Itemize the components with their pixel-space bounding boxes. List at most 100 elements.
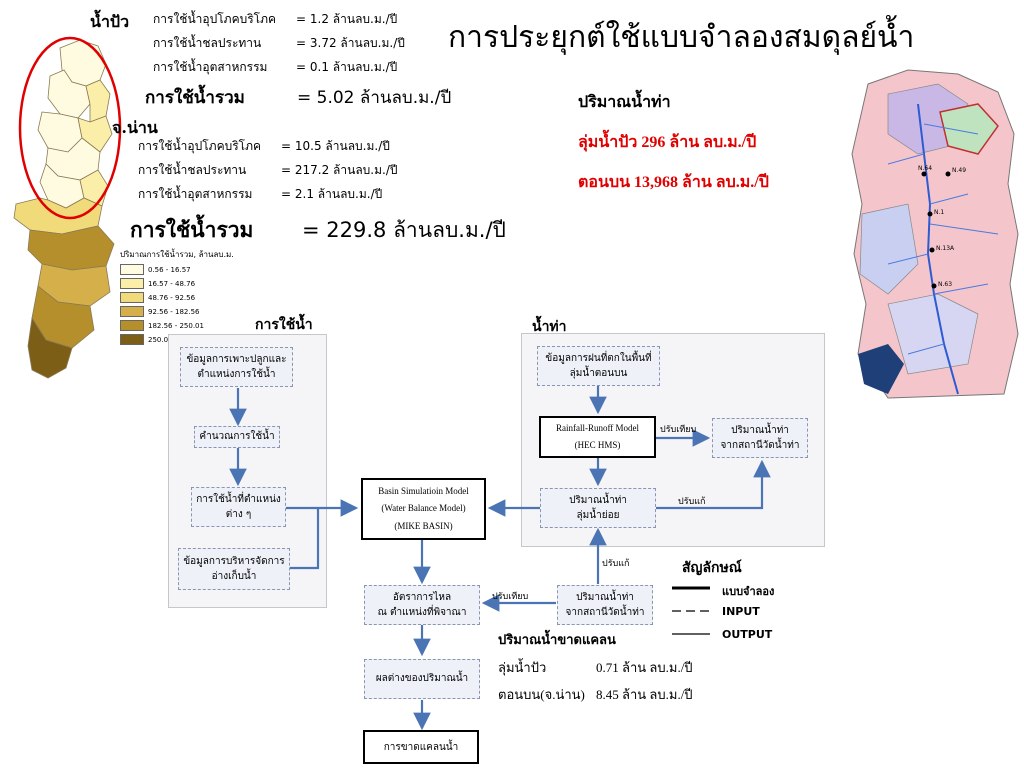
- water-shortage-box: การขาดแคลนน้ำ: [363, 730, 479, 764]
- crop-data-box: ข้อมูลการเพาะปลูกและตำแหน่งการใช้น้ำ: [180, 347, 293, 387]
- nan-province-map: [13, 36, 122, 379]
- water-use-locations-box: การใช้น้ำที่ตำแหน่งต่าง ๆ: [191, 487, 286, 527]
- bottom-gauge-runoff-box: ปริมาณน้ำท่าจากสถานีวัดน้ำท่า: [557, 585, 653, 625]
- lower-total: การใช้น้ำรวม = 229.8 ล้านลบ.ม./ปี: [130, 214, 506, 247]
- lower-use-value: = 217.2 ล้านลบ.ม./ปี: [281, 163, 398, 177]
- arrow: [656, 459, 771, 510]
- symbol-lines: [672, 586, 710, 635]
- map-district-south-5: [27, 316, 73, 379]
- station-label: N.1: [934, 209, 944, 216]
- map-legend-title: ปริมาณการใช้น้ำรวม, ล้านลบ.ม.: [120, 250, 234, 259]
- box-text: ปริมาณน้ำท่า: [569, 494, 627, 506]
- map-legend-range: 48.76 - 92.56: [148, 293, 196, 302]
- box-text: ข้อมูลการเพาะปลูกและ: [186, 353, 287, 365]
- region-label-nam-pua: น้ำปัว: [90, 12, 130, 31]
- box-text: (HEC HMS): [574, 440, 621, 450]
- lower-use-label: การใช้น้ำชลประทาน: [138, 163, 247, 177]
- map-legend: ปริมาณการใช้น้ำรวม, ล้านลบ.ม. 0.56 - 16.…: [120, 248, 234, 345]
- symbol-label-output: OUTPUT: [722, 628, 773, 641]
- map-legend-row: 0.56 - 16.57: [120, 264, 234, 275]
- station-label: N.64: [918, 165, 932, 172]
- box-text: Rainfall-Runoff Model: [555, 422, 640, 433]
- box-text: ตำแหน่งการใช้น้ำ: [197, 369, 276, 380]
- box-text: จากสถานีวัดน้ำท่า: [565, 607, 645, 618]
- shortage-value: 0.71 ล้าน ลบ.ม./ปี: [596, 660, 693, 675]
- box-text: ลุ่มน้ำย่อย: [576, 510, 620, 521]
- shortage-label: ตอนบน(จ.น่าน): [498, 687, 585, 702]
- box-text: การใช้น้ำที่ตำแหน่ง: [196, 493, 281, 505]
- gauge-runoff-box: ปริมาณน้ำท่าจากสถานีวัดน้ำท่า: [712, 418, 808, 458]
- lower-total-value: = 229.8 ล้านลบ.ม./ปี: [302, 218, 506, 242]
- subbasin-green: [939, 103, 999, 155]
- rainfall-runoff-model-box: Rainfall-Runoff Model (HEC HMS): [539, 416, 656, 458]
- box-text: (Water Balance Model): [381, 503, 466, 514]
- box-text: อัตราการไหล: [392, 591, 452, 603]
- box-text: ต่าง ๆ: [225, 509, 252, 520]
- runoff-line: ลุ่มน้ำปัว 296 ล้าน ลบ.ม./ปี: [578, 134, 757, 151]
- lower-use-row: การใช้น้ำอุตสาหกรรม = 2.1 ล้านลบ.ม./ปี: [138, 185, 382, 204]
- map-legend-row: 250.01: [120, 334, 234, 345]
- map-legend-row: 182.56 - 250.01: [120, 320, 234, 331]
- lower-use-label: การใช้น้ำอุปโภคบริโภค: [138, 139, 262, 153]
- map-legend-swatch: [120, 306, 144, 317]
- subbasin-west: [859, 203, 919, 295]
- box-text: ลุ่มน้ำตอนบน: [569, 368, 628, 379]
- upper-total-value: = 5.02 ล้านลบ.ม./ปี: [297, 88, 452, 108]
- label-compare-bottom: ปรับเทียบ: [492, 592, 529, 602]
- rainfall-data-box: ข้อมูลการฝนที่ตกในพื้นที่ลุ่มน้ำตอนบน: [537, 346, 660, 386]
- symbol-legend-title: สัญลักษณ์: [682, 561, 742, 576]
- shortage-row: ลุ่มน้ำปัว 0.71 ล้าน ลบ.ม./ปี: [498, 657, 693, 678]
- flow-header-runoff: น้ำท่า: [532, 320, 567, 335]
- map-legend-swatch: [120, 278, 144, 289]
- map-legend-swatch: [120, 320, 144, 331]
- symbol-label-input: INPUT: [722, 605, 760, 618]
- lower-total-label: การใช้น้ำรวม: [130, 218, 254, 242]
- map-legend-range: 182.56 - 250.01: [148, 321, 204, 330]
- station-label: N.13A: [936, 245, 955, 252]
- map-legend-row: 48.76 - 92.56: [120, 292, 234, 303]
- box-text: (MIKE BASIN): [394, 520, 453, 531]
- shortage-title: ปริมาณน้ำขาดแคลน: [498, 632, 616, 647]
- lower-use-label: การใช้น้ำอุตสาหกรรม: [138, 187, 253, 201]
- shortage-label: ลุ่มน้ำปัว: [498, 660, 547, 675]
- box-text: จากสถานีวัดน้ำท่า: [720, 440, 800, 451]
- lower-use-row: การใช้น้ำอุปโภคบริโภค = 10.5 ล้านลบ.ม./ปี: [138, 137, 390, 156]
- map-legend-range: 250.01: [148, 335, 173, 344]
- tributaries: [887, 123, 999, 355]
- station-markers: [921, 171, 951, 289]
- calc-water-use-box: คำนวณการใช้น้ำ: [194, 426, 280, 448]
- station-label: N.63: [938, 281, 952, 288]
- runoff-line: ตอนบน 13,968 ล้าน ลบ.ม./ปี: [578, 174, 769, 191]
- lower-use-value: = 2.1 ล้านลบ.ม./ปี: [281, 187, 383, 201]
- box-text: ผลต่างของปริมาณน้ำ: [375, 673, 469, 685]
- arrow: [290, 508, 320, 570]
- highlight-circle: [18, 36, 122, 220]
- upper-use-row: การใช้น้ำอุตสาหกรรม= 0.1 ล้านลบ.ม./ปี: [153, 58, 397, 77]
- subbasin-runoff-box: ปริมาณน้ำท่าลุ่มน้ำย่อย: [540, 488, 656, 528]
- box-text: การขาดแคลนน้ำ: [383, 741, 459, 753]
- map-legend-row: 16.57 - 48.76: [120, 278, 234, 289]
- upper-use-value: = 0.1 ล้านลบ.ม./ปี: [296, 60, 398, 74]
- box-text: ปริมาณน้ำท่า: [731, 424, 789, 436]
- lower-use-row: การใช้น้ำชลประทาน = 217.2 ล้านลบ.ม./ปี: [138, 161, 398, 180]
- upper-total-label: การใช้น้ำรวม: [145, 88, 245, 108]
- map-legend-range: 92.56 - 182.56: [148, 307, 200, 316]
- flow-rate-box: อัตราการไหลณ ตำแหน่งที่พิจาณา: [364, 585, 480, 625]
- water-difference-box: ผลต่างของปริมาณน้ำ: [364, 659, 480, 699]
- page-title: การประยุกต์ใช้แบบจำลองสมดุลย์น้ำ: [448, 20, 915, 55]
- basin-simulation-model-box: Basin Simulatioin Model(Water Balance Mo…: [361, 478, 486, 540]
- subbasin-south: [887, 293, 979, 375]
- box-text: ข้อมูลการฝนที่ตกในพื้นที่: [545, 352, 652, 364]
- map-legend-row: 92.56 - 182.56: [120, 306, 234, 317]
- box-text: ข้อมูลการบริหารจัดการ: [183, 555, 285, 567]
- box-text: อ่างเก็บน้ำ: [211, 571, 257, 582]
- region-label-nan: จ.น่าน: [112, 118, 158, 137]
- map-legend-swatch: [120, 292, 144, 303]
- station-label: N.49: [952, 167, 966, 174]
- symbol-label-model: แบบจำลอง: [722, 585, 775, 598]
- reservoir-data-box: ข้อมูลการบริหารจัดการอ่างเก็บน้ำ: [178, 548, 290, 590]
- lower-use-value: = 10.5 ล้านลบ.ม./ปี: [281, 139, 390, 153]
- box-text: ปริมาณน้ำท่า: [576, 591, 634, 603]
- label-adjust-up: ปรับแก้: [602, 559, 630, 569]
